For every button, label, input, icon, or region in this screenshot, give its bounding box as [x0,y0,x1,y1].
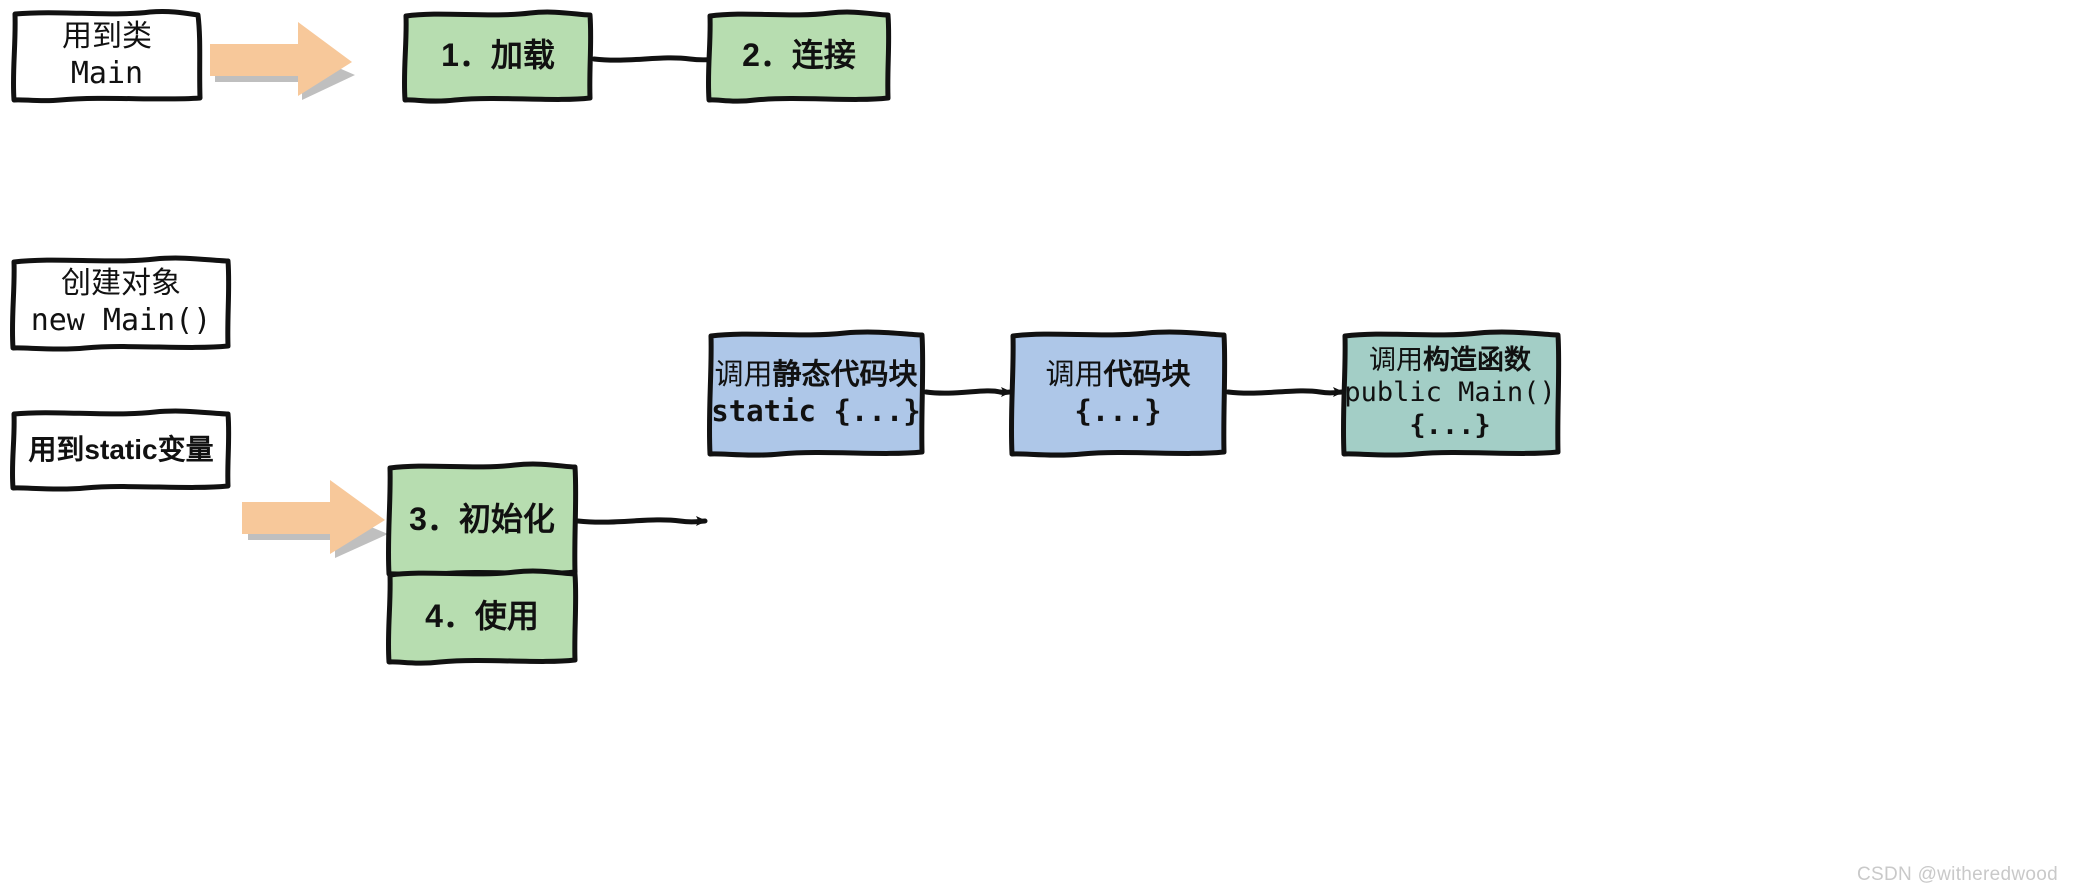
node-use-class-line2: Main [70,56,144,91]
node-constructor-line2: public Main() [1344,377,1556,409]
node-create-object-line2: new Main() [30,303,212,338]
node-code-block-line2: {...} [1074,393,1162,428]
arrow-code-block-to-constructor [1225,387,1345,398]
node-call-constructor[interactable]: 调用构造函数 public Main() {...} [1342,332,1558,455]
node-shape-call-constructor [1340,329,1562,458]
node-step1-load[interactable]: 1．加载 [404,12,592,100]
node-step4-use[interactable]: 4．使用 [388,572,576,662]
node-step3-init[interactable]: 3．初始化 [388,465,576,575]
node-shape-call-static-block [706,329,926,458]
node-shape-use-class [10,8,203,104]
node-create-object[interactable]: 创建对象 new Main() [12,258,230,348]
arrow-static-block-to-code-block [923,387,1013,398]
node-step2-label: 2．连接 [742,37,856,74]
node-code-block-emphasis: 代码块 [1103,359,1191,392]
node-shape-step2-link [705,9,892,104]
node-constructor-line1: 调用构造函数 [1369,344,1531,377]
node-call-static-block[interactable]: 调用静态代码块 static {...} [708,332,924,455]
node-use-static-var[interactable]: 用到static变量 [12,412,230,488]
node-use-class-line1: 用到类 [62,20,152,54]
arrow-left-stack-to-init [242,480,388,558]
node-use-class[interactable]: 用到类 Main [14,12,200,100]
node-static-block-line1: 调用静态代码块 [714,358,917,393]
node-shape-step4-use [385,568,579,666]
node-shape-create-object [9,255,232,352]
node-use-static-var-label: 用到static变量 [28,433,214,465]
node-static-block-line2: static {...} [711,393,921,428]
node-code-block-prefix: 调用 [1045,359,1104,392]
node-constructor-prefix: 调用 [1369,345,1423,376]
arrow-init-to-static-block [575,516,708,527]
arrow-load-to-link [591,54,725,65]
node-shape-call-code-block [1008,329,1228,458]
node-static-block-emphasis: 静态代码块 [772,359,918,392]
arrow-use-class-to-load [210,22,355,100]
node-shape-step1-load [401,9,594,104]
node-static-block-prefix: 调用 [714,359,773,392]
node-step4-label: 4．使用 [425,598,539,635]
node-constructor-line3: {...} [1409,409,1491,441]
node-code-block-line1: 调用代码块 [1045,358,1190,393]
node-shape-use-static-var [9,408,232,492]
node-step3-label: 3．初始化 [409,501,555,538]
watermark-text: CSDN @witheredwood [1856,864,2058,885]
node-call-code-block[interactable]: 调用代码块 {...} [1010,332,1226,455]
node-constructor-emphasis: 构造函数 [1423,345,1531,376]
node-step2-link[interactable]: 2．连接 [708,12,890,100]
node-step1-label: 1．加载 [441,37,555,74]
node-create-object-line1: 创建对象 [61,267,181,301]
